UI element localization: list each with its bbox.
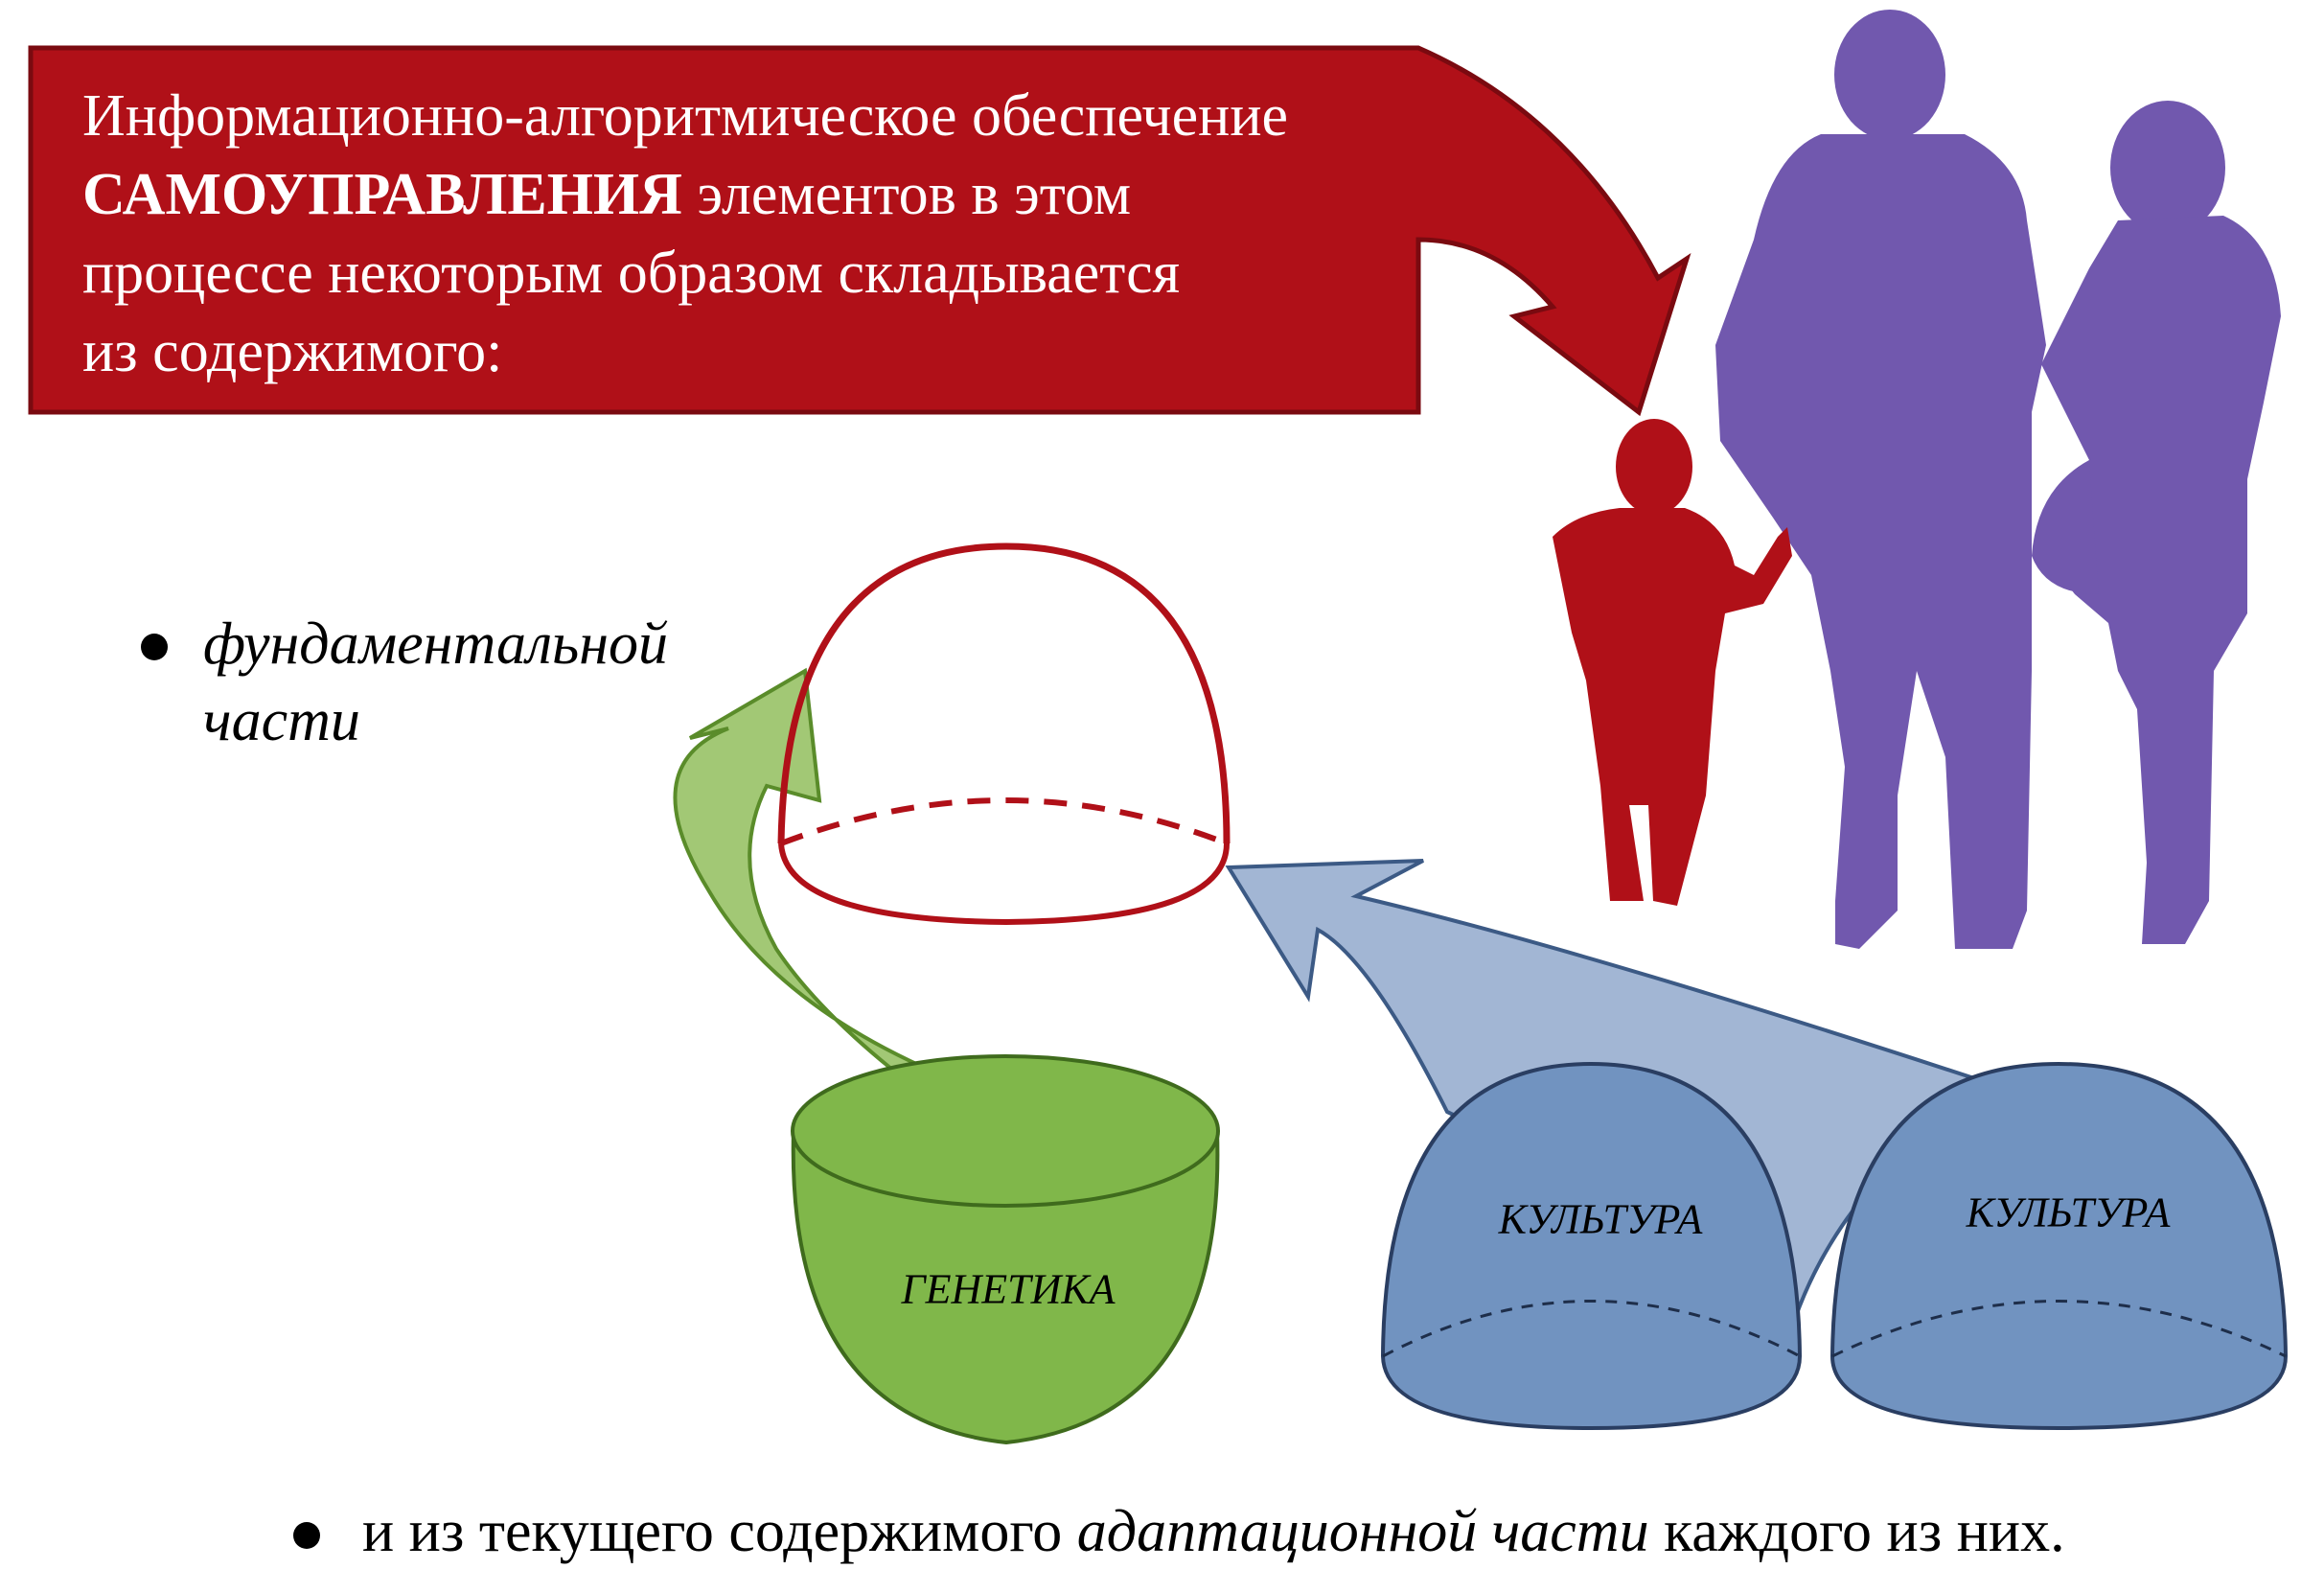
fundamental-dome <box>777 542 1231 926</box>
fundamental-line-1: фундаментальной <box>203 611 668 677</box>
fundamental-dome-front-rim <box>778 842 1230 926</box>
banner-text: Информационно-алгоритмическое обеспечени… <box>82 77 1357 391</box>
title-banner <box>28 45 1691 417</box>
fundamental-part-text: фундаментальной части <box>203 606 668 759</box>
banner-line-2-rest: элементов в этом <box>681 162 1132 227</box>
fundamental-line-2: части <box>203 688 360 753</box>
banner-line-1: Информационно-алгоритмическое обеспечени… <box>82 83 1289 149</box>
genetics-bowl-rim <box>791 1054 1220 1208</box>
genetics-arrow <box>673 667 950 1080</box>
fundamental-dome-back-rim <box>779 797 1229 846</box>
genetics-bowl <box>791 1054 1220 1445</box>
adaptive-prefix: и из текущего содержимого <box>362 1499 1077 1564</box>
culture-left-label: КУЛЬТУРА <box>1498 1195 1703 1243</box>
woman-silhouette <box>2032 101 2281 944</box>
banner-bold-word: САМОУПРАВЛЕНИЯ <box>82 162 682 227</box>
banner-arrow <box>28 45 1691 417</box>
adaptive-part-text: и из текущего содержимого адаптационной … <box>362 1498 2065 1566</box>
genetics-label: ГЕНЕТИКА <box>901 1265 1116 1313</box>
culture-dome-left <box>1380 1061 1803 1431</box>
banner-line-2: САМОУПРАВЛЕНИЯ элементов в этом <box>82 155 1357 234</box>
culture-dome-right <box>1829 1061 2289 1431</box>
man-silhouette <box>1715 10 2046 949</box>
child-silhouette <box>1553 419 1792 906</box>
bullet-dot-fundamental <box>141 634 168 660</box>
bullet-dot-adaptive <box>293 1522 320 1549</box>
culture-right-label: КУЛЬТУРА <box>1966 1188 2171 1236</box>
adaptive-italic: адаптационной части <box>1076 1499 1649 1564</box>
banner-line-4: из содержимого: <box>82 319 503 384</box>
adaptive-suffix: каждого из них. <box>1648 1499 2065 1564</box>
culture-dome-right-rim <box>1831 1300 2287 1358</box>
banner-line-3: процессе некоторым образом складывается <box>82 241 1181 306</box>
culture-dome-left-rim <box>1382 1300 1801 1358</box>
